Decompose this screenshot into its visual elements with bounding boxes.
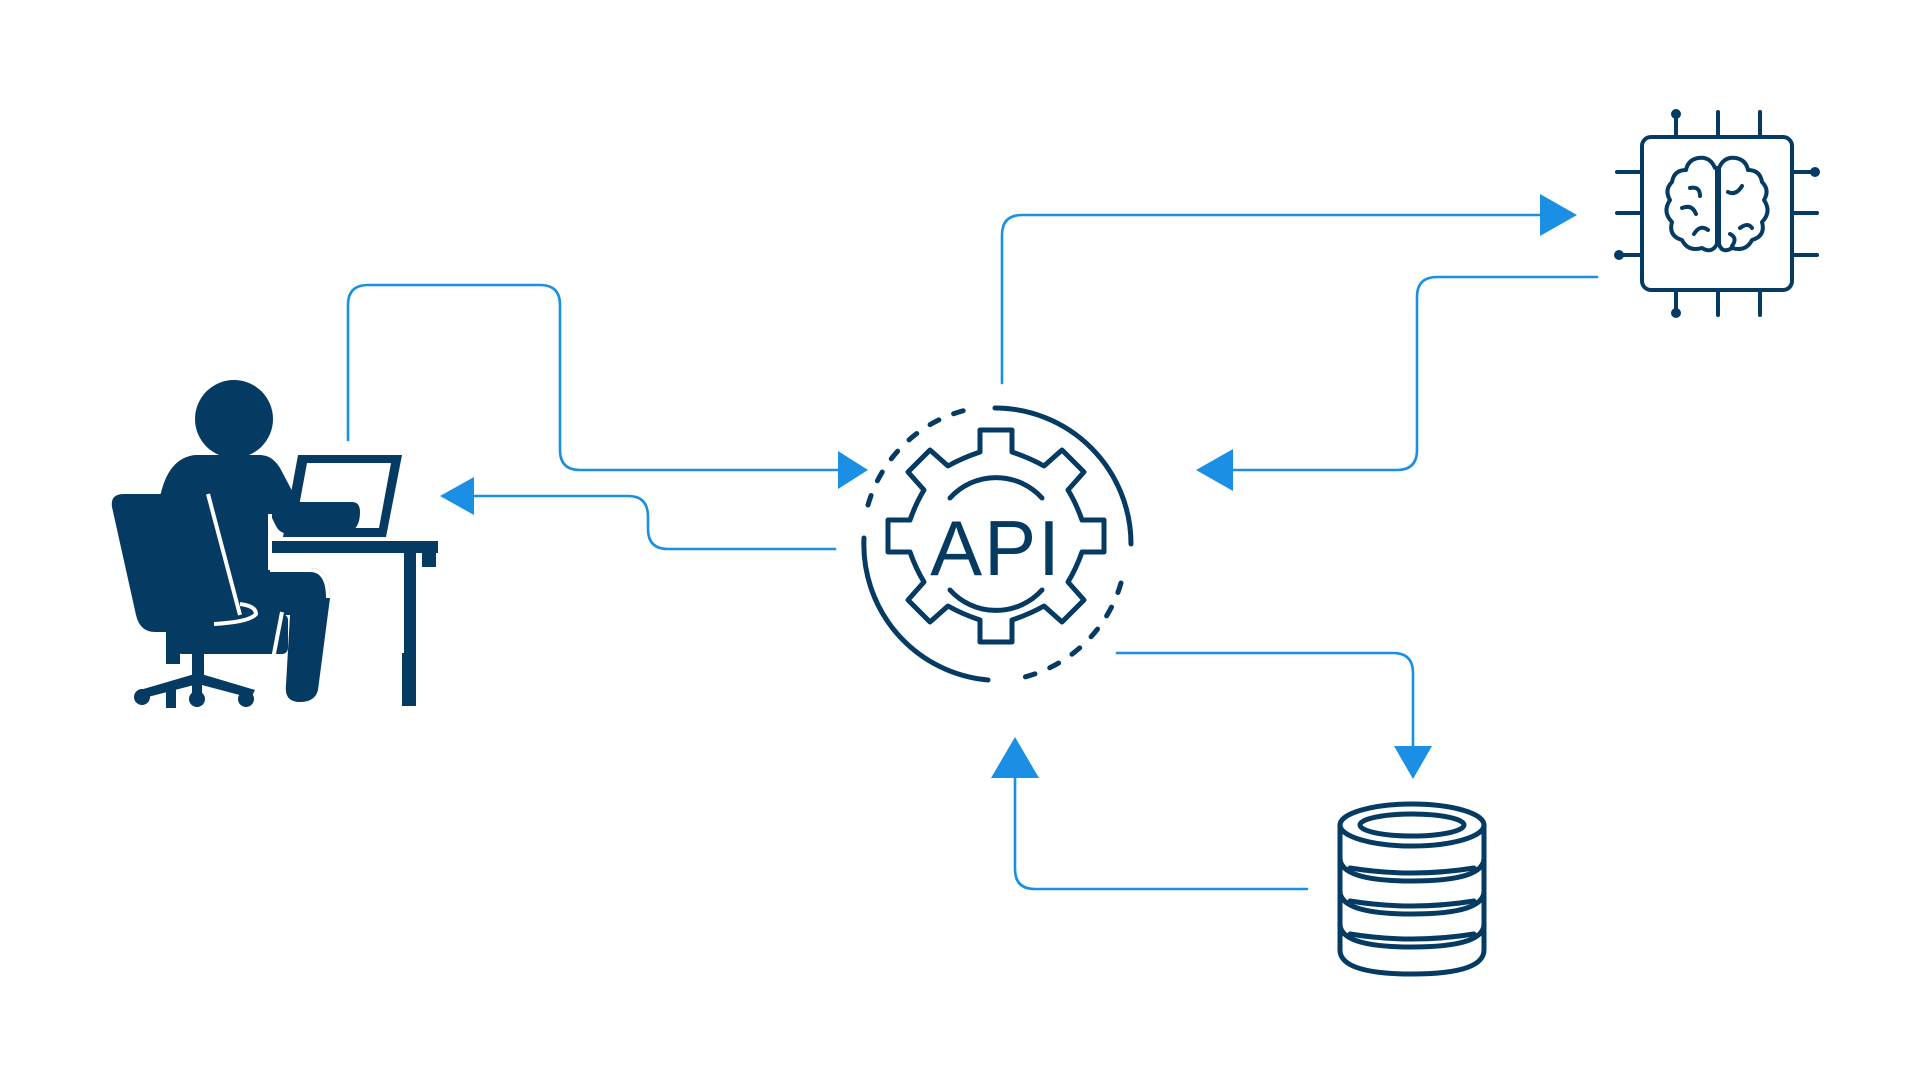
edge-api-to-database xyxy=(1115,651,1432,779)
edge-database-to-api xyxy=(991,737,1309,891)
arrowhead-up-icon xyxy=(991,737,1039,778)
database-node xyxy=(1337,801,1487,977)
arrowhead-left-icon xyxy=(1196,449,1233,491)
person-at-computer-icon xyxy=(111,380,438,708)
edge-api-to-ai xyxy=(1000,194,1577,385)
connectors xyxy=(346,194,1599,891)
api-node: API xyxy=(861,405,1134,683)
arrowhead-right-icon xyxy=(1540,194,1577,236)
edge-api-to-user xyxy=(440,477,837,551)
ai-node xyxy=(1614,109,1820,318)
ai-brain-chip-icon xyxy=(1614,109,1820,318)
api-label: API xyxy=(930,504,1062,592)
arrowhead-right-icon xyxy=(838,451,868,489)
api-gear-icon: API xyxy=(861,405,1134,683)
edge-user-to-api xyxy=(346,283,868,489)
database-icon xyxy=(1337,801,1487,977)
arrowhead-down-icon xyxy=(1394,746,1432,779)
edge-ai-to-api xyxy=(1196,275,1599,491)
arrowhead-left-icon xyxy=(440,477,474,515)
user-node xyxy=(111,380,438,708)
